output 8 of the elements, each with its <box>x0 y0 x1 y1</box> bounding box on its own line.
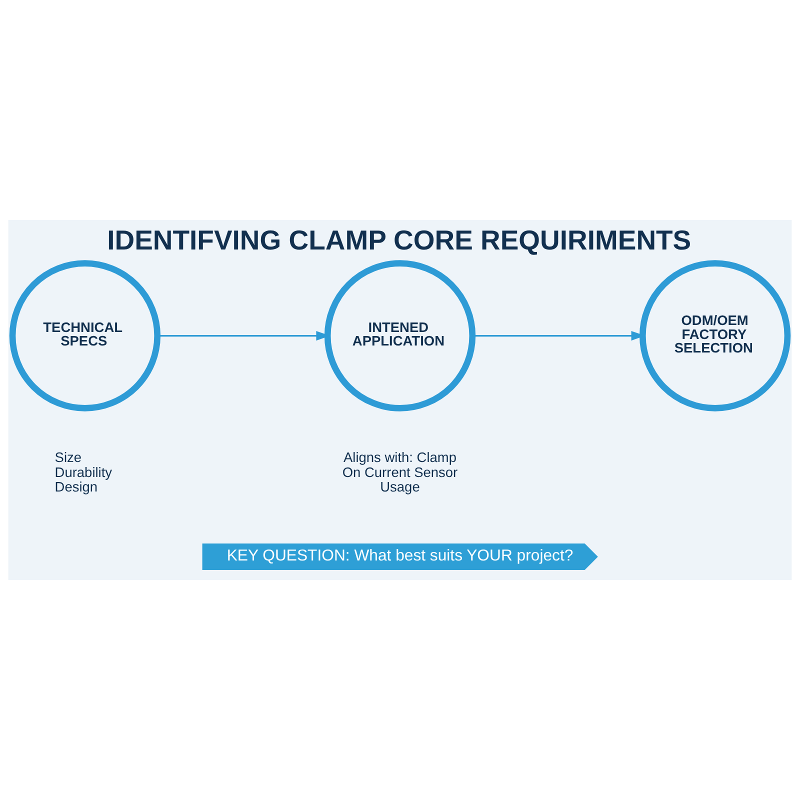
node-label: Aligns with: Clamp On Current Sensor Usage <box>342 450 458 495</box>
diagram-title: IDENTIFVING CLAMP CORE REQUIRIMENTS <box>107 224 692 256</box>
node-circle: TECHNICAL SPECS <box>9 260 161 412</box>
node-label: Size <box>54 450 82 466</box>
node-label: Durability <box>54 464 112 480</box>
node-circle: INTENED APPLICATION <box>324 260 476 412</box>
node-label: Design <box>54 480 98 495</box>
node-circle: ODM/OEM FACTORY SELECTION <box>639 260 791 412</box>
